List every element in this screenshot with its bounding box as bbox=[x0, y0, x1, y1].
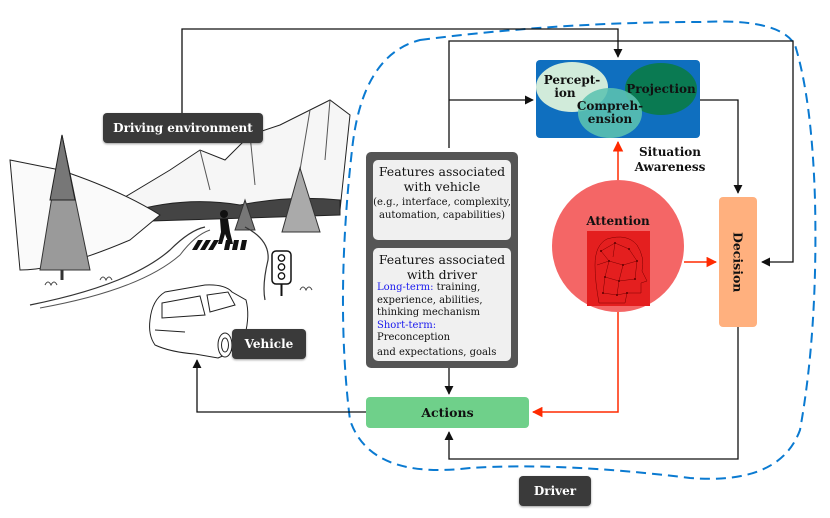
actions-box: Actions bbox=[366, 397, 529, 428]
driver-label: Driver bbox=[519, 476, 591, 506]
shrubs bbox=[44, 276, 313, 292]
comprehension-text-2: ension bbox=[587, 112, 633, 126]
long-term-text-3: thinking mechanism bbox=[377, 307, 481, 318]
pine-tree-right bbox=[281, 166, 321, 233]
road-right-edge bbox=[244, 226, 269, 301]
comprehension-ellipse: Compreh- ension bbox=[576, 88, 644, 138]
fv-title-2: with vehicle bbox=[403, 179, 481, 194]
road-left-edge bbox=[29, 226, 206, 306]
long-term-text-1: training, bbox=[433, 282, 481, 293]
situation-awareness-title: Situation Awareness bbox=[630, 145, 710, 175]
arrow-loop-to-decision bbox=[448, 40, 794, 267]
features-driver-details: Long-term: training, experience, abiliti… bbox=[373, 282, 511, 359]
sa-title-line2: Awareness bbox=[634, 160, 706, 174]
car-icon bbox=[149, 284, 249, 359]
arrow-actions-to-vehicle bbox=[192, 359, 366, 413]
arrow-sa-to-decision bbox=[700, 99, 743, 194]
fv-sub-2: automation, capabilities) bbox=[378, 210, 505, 221]
actions-label: Actions bbox=[421, 405, 474, 420]
features-vehicle-title: Features associated with vehicle bbox=[373, 164, 511, 194]
driver-boundary bbox=[341, 20, 817, 480]
mountain-shading bbox=[199, 99, 331, 191]
comprehension-text-1: Compreh- bbox=[576, 99, 644, 113]
short-term-text-1: Preconception bbox=[377, 332, 451, 343]
arrow-attention-to-actions bbox=[531, 312, 619, 418]
features-vehicle-box: Features associated with vehicle (e.g., … bbox=[373, 160, 511, 240]
vehicle-label: Vehicle bbox=[232, 329, 306, 359]
attention-label: Attention bbox=[586, 214, 650, 228]
fv-sub-1: (e.g., interface, complexity, bbox=[373, 197, 511, 208]
fd-title-1: Features associated bbox=[378, 252, 506, 267]
attention-circle: Attention bbox=[552, 180, 684, 312]
traffic-light-icon bbox=[271, 250, 292, 296]
neural-head-graphic bbox=[594, 236, 648, 304]
features-panel: Features associated with vehicle (e.g., … bbox=[366, 152, 518, 368]
features-vehicle-examples: (e.g., interface, complexity, automation… bbox=[373, 196, 511, 222]
arrow-decision-to-actions bbox=[444, 327, 739, 460]
short-term-label: Short-term: bbox=[377, 319, 437, 331]
decision-label: Decision bbox=[730, 231, 746, 293]
features-driver-title: Features associated with driver bbox=[373, 252, 511, 282]
long-term-label: Long-term: bbox=[377, 282, 434, 293]
sa-title-line1: Situation bbox=[638, 145, 702, 159]
road-left-edge-2 bbox=[39, 229, 211, 309]
perception-ellipse: Percept- ion bbox=[536, 62, 608, 112]
decision-box: Decision bbox=[719, 197, 757, 327]
projection-text: Projection bbox=[626, 81, 696, 96]
small-tree bbox=[234, 198, 256, 231]
head-network-icon bbox=[587, 231, 650, 306]
pedestrian-icon bbox=[218, 210, 233, 244]
short-term-text-2: and expectations, goals bbox=[377, 346, 497, 358]
road-scene bbox=[9, 99, 351, 359]
fv-title-1: Features associated bbox=[378, 164, 506, 179]
driving-environment-label: Driving environment bbox=[103, 113, 263, 143]
perception-text-1: Percept- bbox=[543, 73, 601, 87]
situation-awareness-box: Percept- ion Projection Compreh- ension bbox=[536, 60, 700, 138]
features-driver-box: Features associated with driver Long-ter… bbox=[373, 248, 511, 361]
tree-line bbox=[119, 197, 341, 223]
long-term-text-2: experience, abilities, bbox=[377, 294, 483, 306]
arrow-environment-to-sa bbox=[181, 28, 623, 113]
perception-text-2: ion bbox=[554, 86, 576, 100]
pine-tree-left bbox=[39, 134, 91, 280]
fd-title-2: with driver bbox=[406, 267, 478, 282]
